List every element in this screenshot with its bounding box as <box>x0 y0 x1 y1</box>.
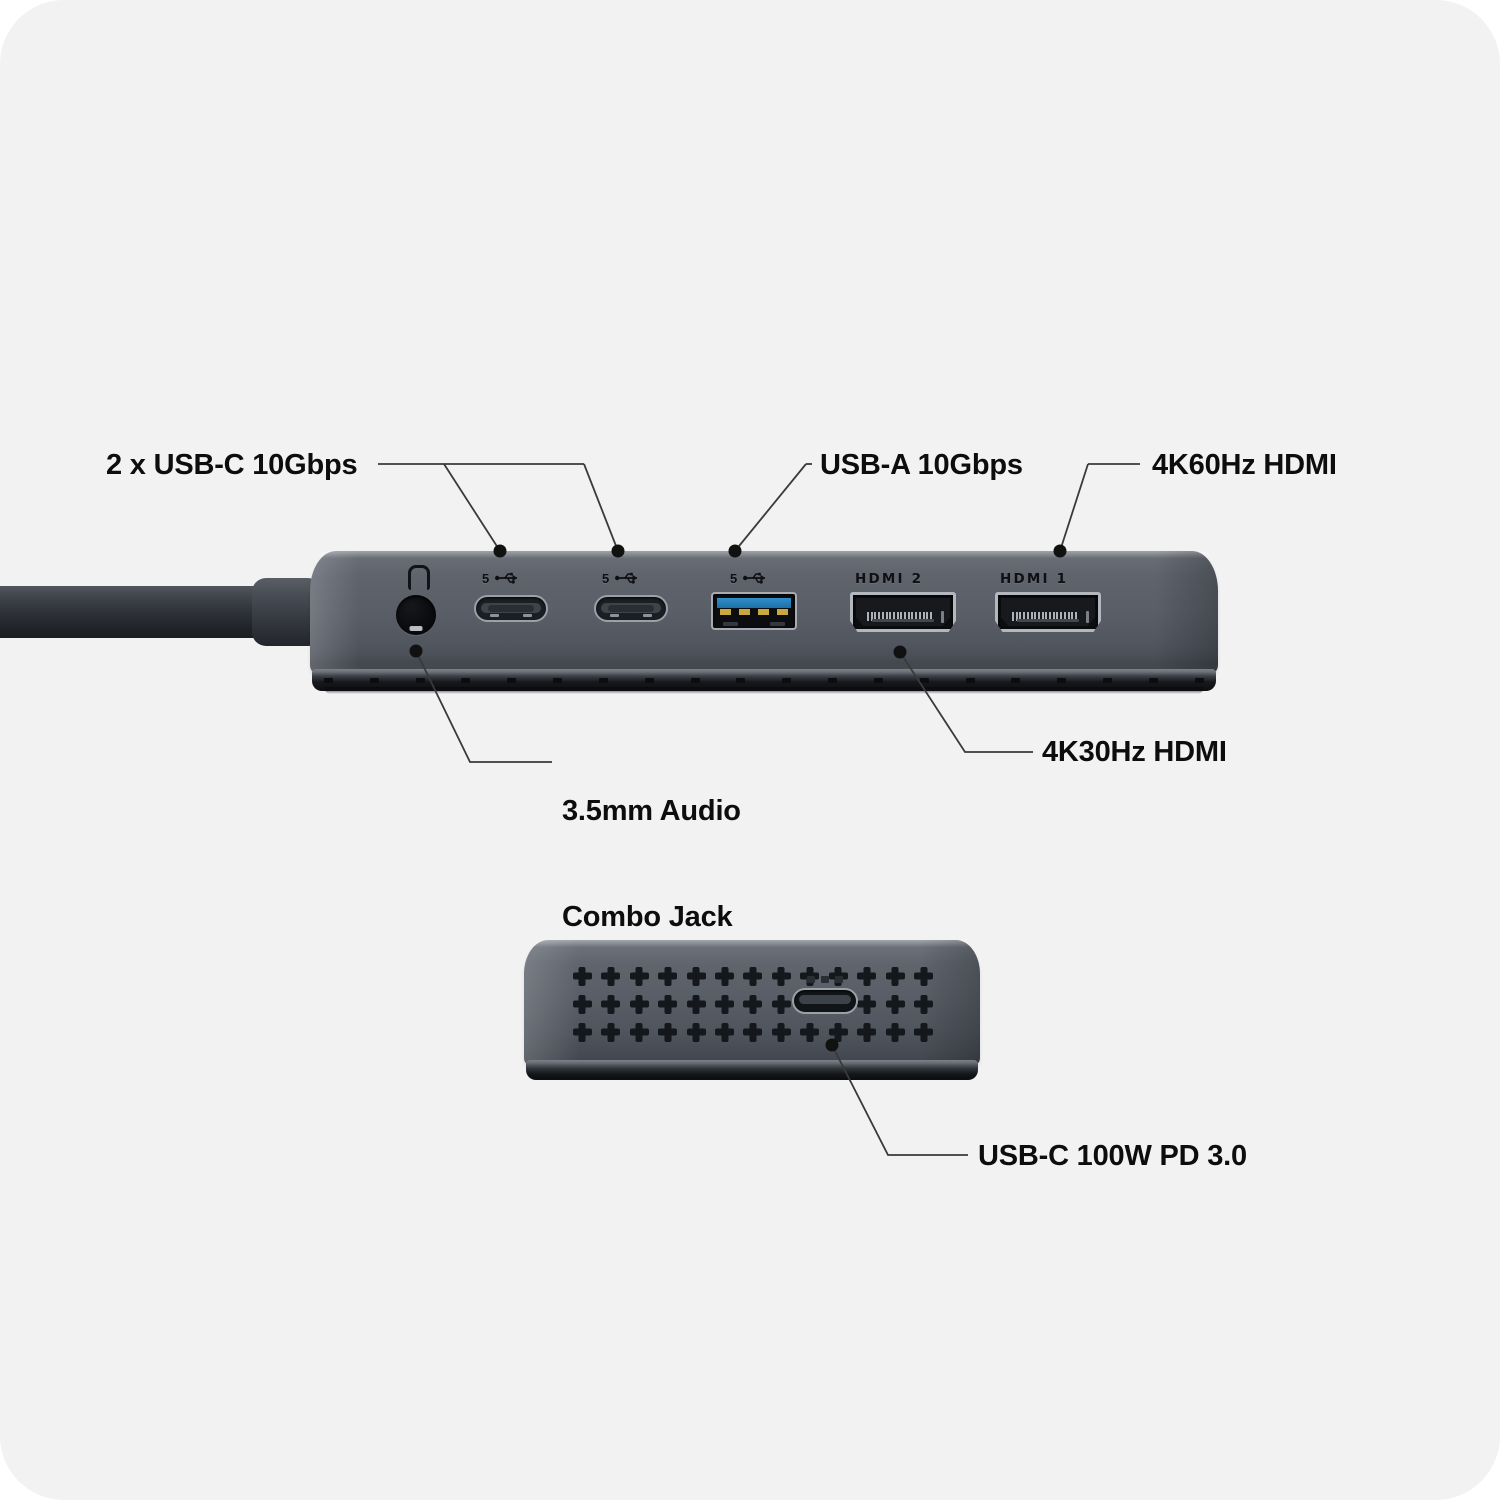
hdmi-port-1[interactable] <box>995 592 1101 632</box>
usb-c-pd-port[interactable] <box>792 988 858 1014</box>
usb-c-port-2-marking: 5 <box>602 571 641 586</box>
adapter-base-plate <box>526 1060 978 1080</box>
hdmi-port-2-lip <box>872 619 934 622</box>
headphone-icon <box>408 565 430 590</box>
usb-a-contact-pad <box>777 609 788 615</box>
usb-speed-label-3: 5 <box>730 571 739 586</box>
usb-c-pd-port-cavity <box>799 995 851 1004</box>
usb-c-port-2[interactable] <box>594 595 668 622</box>
callout-label-usb-c-10gbps: 2 x USB-C 10Gbps <box>106 449 358 481</box>
cable-strain-relief <box>252 578 318 646</box>
callout-label-usb-c-pd: USB-C 100W PD 3.0 <box>978 1140 1247 1172</box>
usb-a-contact-pad <box>758 609 769 615</box>
hdmi-port-1-keyway <box>1086 611 1089 623</box>
dock-device-body: 5 5 <box>310 551 1218 694</box>
dock-base-shadow <box>324 687 1204 694</box>
usb-c-port-1[interactable] <box>474 595 548 622</box>
usb-a-guide-rail <box>723 622 738 626</box>
usb-c-port-2-nub-right <box>643 614 652 617</box>
hdmi-port-2-pins <box>867 612 932 621</box>
callout-label-audio-jack-line1: 3.5mm Audio <box>562 794 741 827</box>
usb-c-port-2-nub-left <box>610 614 619 617</box>
usb-trident-icon <box>742 572 765 584</box>
dock-vent-row <box>324 676 1204 684</box>
callout-label-audio-jack: 3.5mm Audio Combo Jack <box>562 723 741 1006</box>
hdmi-port-1-lip <box>1017 619 1079 622</box>
usb-c-port-2-tongue <box>608 605 654 612</box>
usb-c-port-1-nub-right <box>523 614 532 617</box>
hdmi-port-1-pins <box>1012 612 1077 621</box>
usb-a-contact-pad <box>739 609 750 615</box>
callout-label-usb-a-10gbps: USB-A 10Gbps <box>820 449 1023 481</box>
hdmi-port-2-keyway <box>941 611 944 623</box>
adapter-pd-marking <box>807 976 843 984</box>
callout-label-hdmi-4k30: 4K30Hz HDMI <box>1042 736 1227 768</box>
usb-a-port-marking: 5 <box>730 571 769 586</box>
hdmi-port-1-marking: HDMI 1 <box>1000 571 1069 587</box>
callout-label-audio-jack-line2: Combo Jack <box>562 900 733 933</box>
leader-usb-c-branch-1 <box>443 463 501 552</box>
usb-trident-icon <box>614 572 637 584</box>
hdmi-port-1-cavity <box>1001 598 1095 626</box>
leader-hdmi60 <box>1059 463 1089 552</box>
usb-c-port-1-nub-left <box>490 614 499 617</box>
audio-combo-jack-port[interactable] <box>396 595 436 635</box>
usb-c-port-1-tongue <box>488 605 534 612</box>
usb-a-contacts <box>720 609 788 615</box>
dock-left-cap <box>310 551 368 675</box>
usb-c-cable <box>0 586 270 638</box>
usb-speed-label-2: 5 <box>602 571 611 586</box>
adapter-left-cap <box>524 940 580 1066</box>
leader-usb-a <box>734 463 807 552</box>
leader-usb-c-branch-2 <box>583 463 619 552</box>
hdmi-port-2-cavity <box>856 598 950 626</box>
usb-a-contact-pad <box>720 609 731 615</box>
usb-trident-icon <box>494 572 517 584</box>
hdmi-port-2-marking: HDMI 2 <box>855 571 924 587</box>
usb-a-port[interactable] <box>711 592 797 630</box>
usb-a-guide-rail <box>770 622 785 626</box>
usb-speed-label-1: 5 <box>482 571 491 586</box>
usb-a-blue-insert <box>717 598 791 608</box>
usb-a-guide-rails <box>723 622 785 626</box>
dock-right-cap <box>1140 551 1218 675</box>
jack-notch <box>409 626 423 631</box>
usb-c-port-1-marking: 5 <box>482 571 521 586</box>
callout-label-hdmi-4k60: 4K60Hz HDMI <box>1152 449 1337 481</box>
hdmi-port-2[interactable] <box>850 592 956 632</box>
